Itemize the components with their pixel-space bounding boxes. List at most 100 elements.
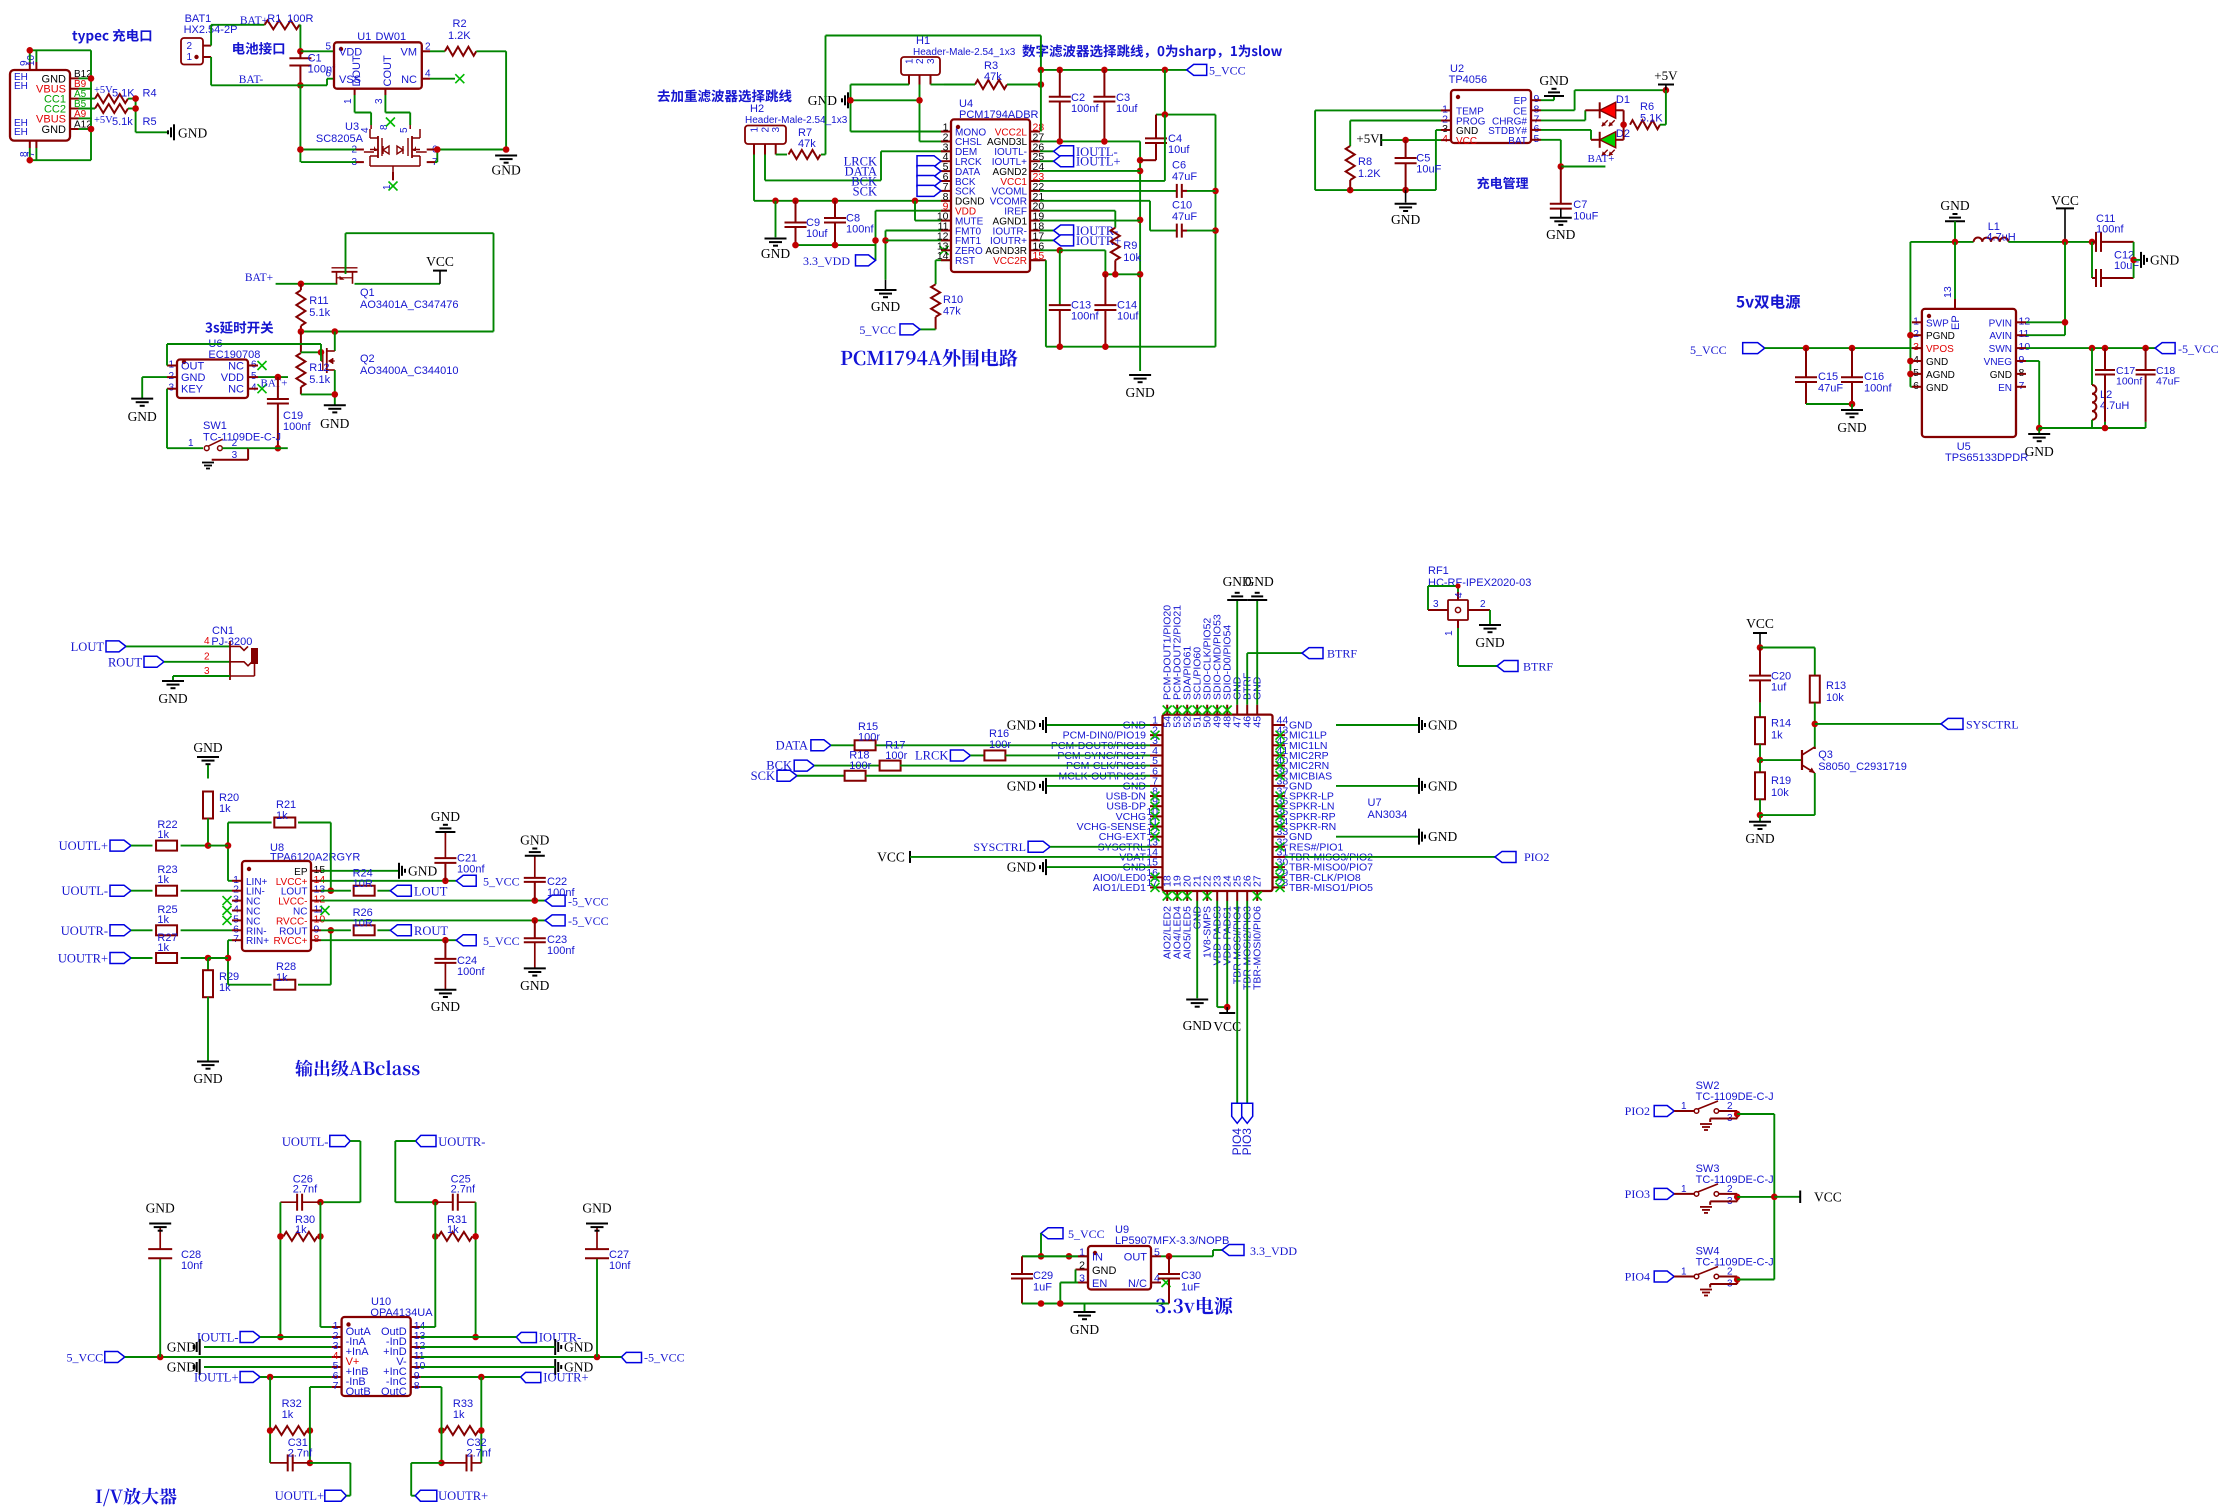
svg-text:50: 50 (1202, 716, 1214, 728)
svg-text:40: 40 (1277, 755, 1289, 767)
svg-text:1k: 1k (295, 1224, 307, 1236)
svg-text:AO3400A_C344010: AO3400A_C344010 (360, 365, 458, 377)
svg-text:SPKR-RN: SPKR-RN (1289, 821, 1336, 833)
svg-text:GND: GND (1926, 357, 1948, 368)
svg-text:9: 9 (19, 60, 30, 66)
svg-text:SW1: SW1 (203, 420, 227, 432)
svg-text:C3: C3 (1116, 92, 1130, 104)
svg-text:VCHG: VCHG (1116, 811, 1146, 823)
svg-text:GND: GND (1289, 720, 1313, 732)
svg-text:3.3_VDD: 3.3_VDD (1250, 1244, 1297, 1258)
svg-text:1: 1 (1681, 1101, 1687, 1112)
svg-text:CE: CE (1513, 106, 1527, 117)
svg-text:12: 12 (414, 1340, 426, 1352)
svg-text:IOUTL-: IOUTL- (197, 1331, 239, 1345)
svg-text:1k: 1k (157, 874, 169, 886)
svg-text:1: 1 (750, 127, 761, 133)
svg-text:EH: EH (14, 81, 28, 92)
svg-text:L1: L1 (1988, 221, 2000, 233)
svg-text:RIN+: RIN+ (246, 936, 269, 947)
svg-text:AIO4/LED4: AIO4/LED4 (1172, 906, 1184, 959)
svg-text:GND: GND (1183, 1018, 1212, 1033)
svg-text:USB-DN: USB-DN (1106, 791, 1146, 803)
svg-text:R19: R19 (1771, 775, 1791, 787)
svg-text:GND: GND (178, 125, 207, 140)
svg-text:16: 16 (1033, 240, 1045, 252)
svg-text:SCL/PIO60: SCL/PIO60 (1192, 647, 1204, 700)
svg-text:C2: C2 (1071, 92, 1085, 104)
svg-text:5_VCC: 5_VCC (859, 323, 896, 337)
svg-text:NC: NC (293, 907, 307, 918)
svg-text:GND: GND (582, 1201, 611, 1216)
svg-text:100nf: 100nf (283, 421, 311, 433)
svg-text:+5V: +5V (94, 85, 113, 96)
svg-text:2: 2 (425, 42, 431, 53)
svg-text:EH: EH (14, 72, 28, 83)
svg-text:R15: R15 (858, 721, 878, 733)
svg-text:MICBIAS: MICBIAS (1289, 770, 1332, 782)
svg-text:GND: GND (167, 1360, 196, 1375)
svg-text:4: 4 (425, 69, 431, 80)
svg-text:49: 49 (1212, 716, 1224, 728)
svg-text:C7: C7 (1573, 199, 1587, 211)
svg-text:6: 6 (943, 171, 949, 183)
svg-text:VCC: VCC (1746, 616, 1774, 631)
svg-text:GND: GND (1428, 778, 1457, 793)
svg-text:C25: C25 (451, 1174, 471, 1186)
svg-text:SC8205A: SC8205A (316, 133, 364, 145)
svg-text:PCM-DOUT2/PIO21: PCM-DOUT2/PIO21 (1172, 605, 1184, 700)
svg-text:9: 9 (414, 1370, 420, 1382)
svg-text:1: 1 (188, 438, 194, 449)
svg-text:U10: U10 (371, 1296, 391, 1308)
svg-text:-5_VCC: -5_VCC (644, 1351, 685, 1365)
svg-text:EN: EN (1998, 383, 2012, 394)
svg-text:L2: L2 (2100, 389, 2112, 401)
svg-text:21: 21 (1192, 875, 1204, 887)
svg-text:1: 1 (1079, 1247, 1085, 1259)
svg-text:100r: 100r (885, 750, 907, 762)
svg-text:R14: R14 (1771, 718, 1791, 730)
svg-text:+InD: +InD (383, 1346, 407, 1358)
svg-text:1k: 1k (447, 1224, 459, 1236)
svg-text:22: 22 (1202, 875, 1214, 887)
svg-text:GND: GND (1007, 778, 1036, 793)
svg-text:10: 10 (937, 211, 949, 223)
svg-text:LOUT: LOUT (281, 887, 308, 898)
svg-text:C31: C31 (288, 1437, 308, 1449)
svg-text:LVCC+: LVCC+ (276, 877, 308, 888)
svg-text:GND: GND (193, 1071, 222, 1086)
svg-text:VCC: VCC (2051, 193, 2079, 208)
svg-text:-InA: -InA (346, 1336, 367, 1348)
svg-text:IOUTL-: IOUTL- (1076, 145, 1118, 159)
svg-text:NC: NC (246, 907, 260, 918)
svg-text:AIO0/LED0: AIO0/LED0 (1093, 872, 1146, 884)
svg-text:SW2: SW2 (1696, 1080, 1720, 1092)
svg-text:C24: C24 (457, 955, 477, 967)
svg-text:EN: EN (1092, 1278, 1107, 1290)
svg-text:IOUTR+: IOUTR+ (543, 1371, 588, 1385)
svg-text:10R: 10R (353, 918, 373, 930)
svg-text:26: 26 (1033, 141, 1045, 153)
svg-text:Header-Male-2.54_1x3: Header-Male-2.54_1x3 (745, 115, 848, 126)
svg-text:EP: EP (294, 867, 308, 878)
svg-text:8: 8 (379, 124, 390, 130)
svg-text:10uf: 10uf (1117, 311, 1139, 323)
svg-text:5: 5 (333, 1360, 339, 1372)
svg-text:BAT+: BAT+ (1588, 153, 1615, 165)
svg-text:U1: U1 (357, 31, 371, 43)
svg-text:C30: C30 (1181, 1270, 1201, 1282)
svg-text:TBR-MISO0/PIO7: TBR-MISO0/PIO7 (1289, 862, 1373, 874)
svg-text:2: 2 (1152, 725, 1158, 737)
svg-text:27: 27 (1033, 131, 1045, 143)
svg-text:GND: GND (193, 740, 222, 755)
svg-text:VCHG-SENSE: VCHG-SENSE (1077, 821, 1146, 833)
svg-text:10uf: 10uf (806, 228, 828, 240)
svg-text:1uf: 1uf (1771, 682, 1787, 694)
svg-text:1V8-SMPS: 1V8-SMPS (1202, 906, 1214, 958)
svg-text:1k: 1k (157, 942, 169, 954)
svg-text:TBR-MISO1/PIO5: TBR-MISO1/PIO5 (1289, 882, 1373, 894)
svg-text:C21: C21 (457, 853, 477, 865)
svg-text:CHRG#: CHRG# (1492, 116, 1527, 127)
svg-text:+InA: +InA (346, 1346, 370, 1358)
svg-text:10k: 10k (1826, 692, 1844, 704)
